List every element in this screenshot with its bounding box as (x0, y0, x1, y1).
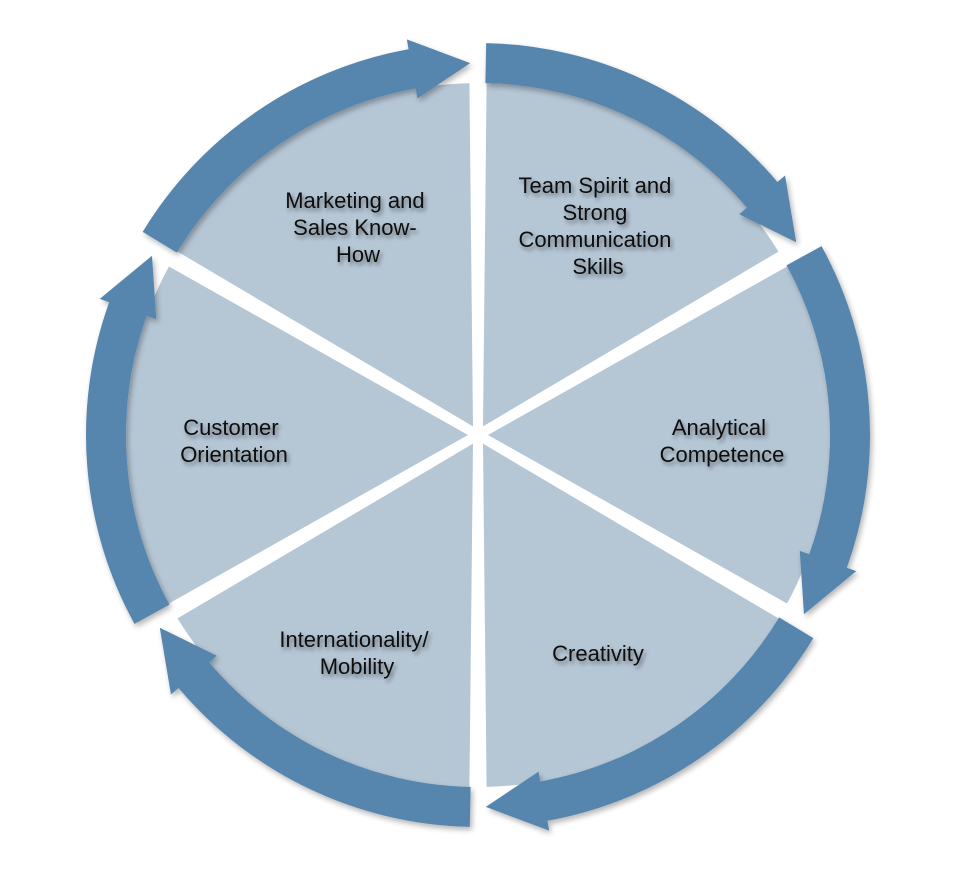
label-line: Analytical (672, 415, 766, 440)
label-line: How (336, 242, 380, 267)
arrows-layer (85, 39, 871, 831)
sector-international (177, 443, 474, 787)
cycle-arrow-customer (85, 255, 170, 624)
cycle-arrow-analytical (786, 246, 871, 615)
sector-creativity (483, 443, 779, 787)
cycle-arrow-team (485, 43, 797, 243)
label-line: Customer (183, 415, 278, 440)
label-line: Marketing and (285, 188, 424, 213)
label-line: Sales Know- (293, 215, 417, 240)
segment-label-analytical: Analytical Competence (660, 415, 785, 467)
sector-analytical (488, 266, 831, 604)
segment-label-team-spirit: Team Spirit and Strong Communication Ski… (519, 173, 678, 279)
segment-label-creativity: Creativity (552, 641, 644, 666)
sector-marketing (177, 83, 474, 427)
labels-layer: Team Spirit and Strong Communication Ski… (180, 173, 784, 679)
cycle-arrow-marketing (142, 39, 471, 253)
cycle-arrow-creativity (485, 617, 814, 831)
label-line: Internationality/ (279, 627, 429, 652)
segment-label-internationality: Internationality/ Mobility (279, 627, 434, 679)
label-line: Team Spirit and (519, 173, 672, 198)
label-line: Skills (572, 254, 623, 279)
sectors-layer (125, 83, 831, 787)
cycle-arrow-international (159, 627, 471, 827)
label-line: Orientation (180, 442, 288, 467)
label-line: Creativity (552, 641, 644, 666)
sector-customer (125, 266, 468, 604)
segment-label-marketing: Marketing and Sales Know- How (285, 188, 431, 267)
label-line: Strong (563, 200, 628, 225)
sector-team (483, 83, 779, 427)
segment-label-customer: Customer Orientation (180, 415, 288, 467)
label-line: Mobility (320, 654, 395, 679)
label-line: Competence (660, 442, 785, 467)
label-line: Communication (519, 227, 672, 252)
